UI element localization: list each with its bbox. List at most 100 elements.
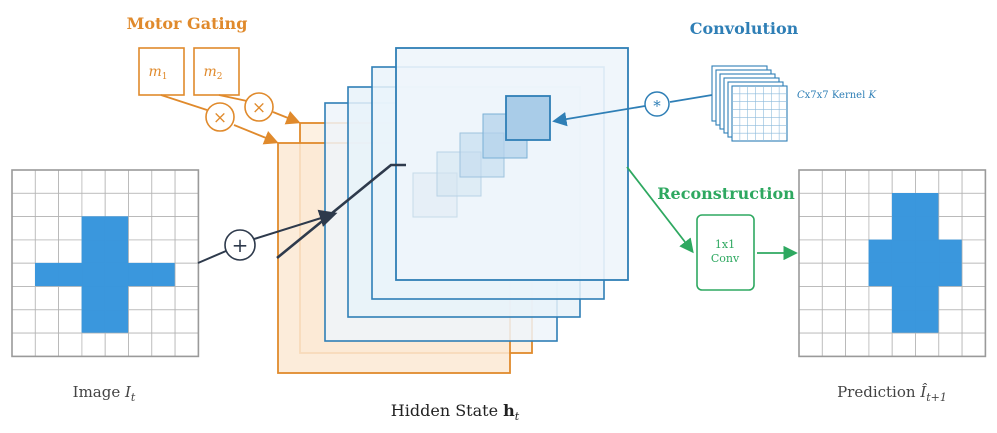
pixel-empty bbox=[938, 286, 963, 311]
kernel-stack bbox=[711, 65, 788, 142]
pixel-empty bbox=[174, 309, 199, 334]
kernel-to-star-line bbox=[669, 94, 713, 103]
pixel-empty bbox=[11, 239, 36, 264]
pixel-empty bbox=[961, 262, 986, 287]
pixel-empty bbox=[34, 169, 59, 194]
pixel-empty bbox=[845, 286, 870, 311]
pixel-empty bbox=[34, 192, 59, 218]
pixel-empty bbox=[821, 216, 846, 241]
pixel-empty bbox=[845, 332, 870, 357]
pixel-empty bbox=[128, 332, 153, 357]
conv1x1-line2: Conv bbox=[711, 252, 740, 265]
pixel-filled bbox=[891, 216, 916, 241]
pixel-filled bbox=[104, 262, 129, 287]
input-to-hidden-arrow bbox=[253, 209, 338, 240]
pixel-filled bbox=[128, 262, 153, 287]
m2-gate-line-a bbox=[218, 94, 248, 102]
pixel-empty bbox=[868, 192, 893, 218]
pixel-empty bbox=[174, 192, 199, 218]
pixel-empty bbox=[938, 332, 963, 357]
pixel-empty bbox=[174, 216, 199, 241]
pixel-empty bbox=[798, 169, 823, 194]
pixel-empty bbox=[151, 169, 176, 194]
pixel-empty bbox=[891, 332, 916, 357]
prediction-label: Prediction Ît+1 bbox=[837, 383, 947, 404]
pixel-empty bbox=[938, 216, 963, 241]
pixel-empty bbox=[961, 309, 986, 334]
pixel-empty bbox=[798, 309, 823, 334]
m2-label: m2 bbox=[203, 64, 222, 82]
kernel-label: Cx7x7 Kernel K bbox=[797, 90, 876, 101]
pixel-empty bbox=[915, 169, 940, 194]
pixel-empty bbox=[81, 192, 106, 218]
grid-border bbox=[798, 169, 987, 358]
input-image-grid bbox=[11, 169, 200, 358]
pixel-filled bbox=[891, 262, 916, 287]
pixel-filled bbox=[891, 309, 916, 334]
pixel-empty bbox=[798, 239, 823, 264]
pixel-empty bbox=[821, 332, 846, 357]
pixel-empty bbox=[174, 286, 199, 311]
pixel-filled bbox=[104, 239, 129, 264]
pixel-filled bbox=[915, 309, 940, 334]
pixel-empty bbox=[961, 239, 986, 264]
pixel-filled bbox=[104, 216, 129, 241]
pixel-empty bbox=[868, 286, 893, 311]
pixel-empty bbox=[11, 286, 36, 311]
pixel-empty bbox=[798, 332, 823, 357]
pixel-empty bbox=[128, 216, 153, 241]
m1-label: m1 bbox=[148, 64, 167, 82]
pixel-empty bbox=[104, 169, 129, 194]
m1-gate-line-a bbox=[160, 94, 208, 111]
pixel-empty bbox=[81, 332, 106, 357]
m2-box bbox=[193, 47, 240, 96]
pixel-empty bbox=[891, 169, 916, 194]
pixel-empty bbox=[845, 262, 870, 287]
pixel-empty bbox=[821, 169, 846, 194]
pixel-empty bbox=[11, 309, 36, 334]
pixel-empty bbox=[34, 239, 59, 264]
pixel-empty bbox=[174, 332, 199, 357]
pixel-filled bbox=[938, 262, 963, 287]
recurrent-path bbox=[276, 163, 406, 260]
pixel-empty bbox=[11, 169, 36, 194]
pixel-empty bbox=[961, 332, 986, 357]
conv-symbol: * bbox=[653, 97, 661, 115]
pixel-empty bbox=[961, 216, 986, 241]
pixel-empty bbox=[151, 332, 176, 357]
multiply-circle-1 bbox=[205, 102, 235, 132]
pixel-filled bbox=[81, 239, 106, 264]
pixel-filled bbox=[938, 239, 963, 264]
m1-gate-line-b bbox=[233, 124, 279, 145]
multiply-circle-2 bbox=[244, 92, 274, 122]
add-circle bbox=[224, 229, 256, 261]
pixel-empty bbox=[821, 239, 846, 264]
pixel-empty bbox=[34, 309, 59, 334]
pixel-empty bbox=[845, 239, 870, 264]
conv1x1-box bbox=[696, 214, 755, 291]
pixel-empty bbox=[34, 332, 59, 357]
add-symbol: + bbox=[232, 233, 249, 257]
pixel-empty bbox=[938, 169, 963, 194]
pixel-empty bbox=[128, 169, 153, 194]
pixel-empty bbox=[821, 309, 846, 334]
pixel-empty bbox=[961, 192, 986, 218]
motor-gating-title: Motor Gating bbox=[127, 14, 248, 33]
input-line bbox=[197, 250, 227, 264]
pixel-filled bbox=[915, 239, 940, 264]
pixel-filled bbox=[868, 262, 893, 287]
pixel-empty bbox=[58, 216, 83, 241]
multiply-symbol-1: × bbox=[213, 108, 227, 128]
pixel-empty bbox=[11, 192, 36, 218]
pixel-filled bbox=[915, 262, 940, 287]
pixel-empty bbox=[128, 192, 153, 218]
multiply-symbol-2: × bbox=[252, 98, 266, 118]
kernel-layer bbox=[731, 85, 788, 142]
pixel-filled bbox=[104, 309, 129, 334]
pixel-filled bbox=[81, 309, 106, 334]
pixel-empty bbox=[821, 262, 846, 287]
m2-gate-line-b bbox=[272, 111, 301, 125]
pixel-empty bbox=[128, 239, 153, 264]
pixel-empty bbox=[58, 309, 83, 334]
